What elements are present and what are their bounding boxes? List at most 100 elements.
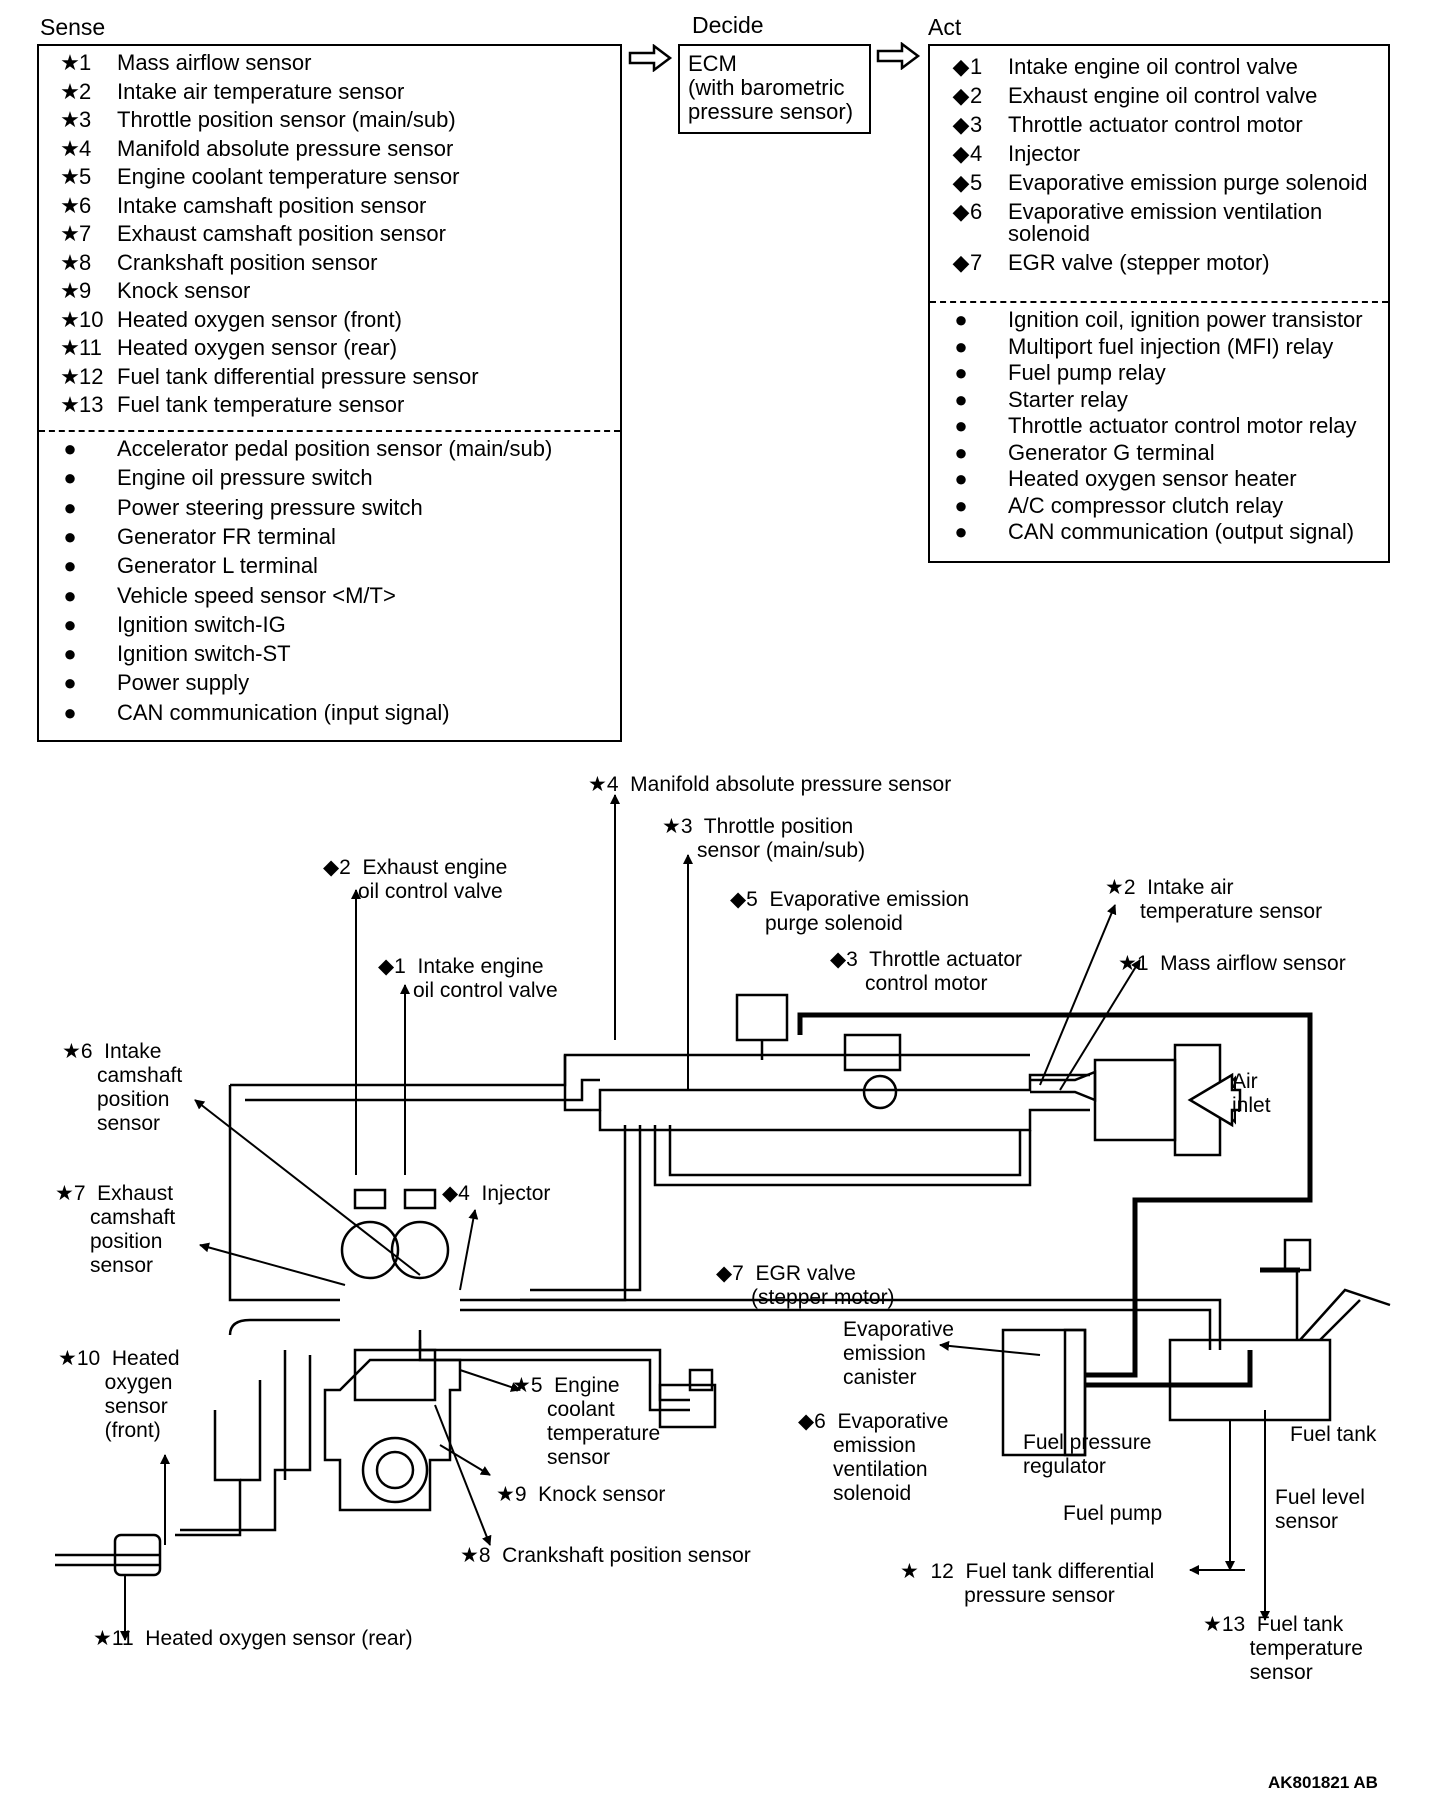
marker-icon: ● [63,611,77,637]
label-fuel-tank: Fuel tank [1290,1423,1377,1446]
item-label: Intake camshaft position sensor [117,192,427,218]
ecm-box: ECM (with barometric pressure sensor) [678,44,871,134]
label-mass-airflow: ★1 Mass airflow sensor [1118,952,1346,975]
item-number: 3 [79,107,92,132]
item-number: 11 [79,335,102,360]
item-label: Mass airflow sensor [117,50,312,75]
item-label: Generator FR terminal [117,523,336,549]
ecm-subtitle-1: (with barometric [688,75,845,100]
item-label: Heated oxygen sensor heater [1008,466,1297,491]
label-injector: ◆4 Injector [442,1182,551,1205]
item-label: Evaporative emission ventilation [1008,199,1323,224]
label-throttle-motor: ◆3 Throttle actuator control motor [830,948,1023,995]
item-number: 4 [970,141,983,166]
item-label-line2: solenoid [1008,221,1090,246]
item-number: 3 [970,112,983,137]
item-number: 13 [79,392,104,417]
label-exhaust-ocv: ◆2 Exhaust engine oil control valve [323,856,508,903]
label-intake-cam: ★6 Intake camshaft position sensor [62,1040,183,1135]
item-label: Exhaust camshaft position sensor [117,221,446,246]
marker-icon: ★ [60,221,80,246]
item-number: 2 [970,83,983,108]
item-label: Accelerator pedal position sensor (main/… [117,436,553,461]
item-number: 7 [970,250,983,275]
marker-icon: ◆ [952,141,970,166]
marker-icon: ● [63,494,77,520]
item-label: Ignition switch-IG [117,611,286,637]
item-label: Evaporative emission purge solenoid [1008,170,1368,195]
item-label: Fuel pump relay [1008,360,1166,385]
item-label: Generator G terminal [1008,439,1215,465]
label-intake-ocv: ◆1 Intake engine oil control valve [378,955,558,1002]
marker-icon: ● [954,492,968,518]
label-fuel-pump: Fuel pump [1063,1502,1163,1525]
label-canister: Evaporative emission canister [843,1318,954,1389]
item-label: Fuel tank differential pressure sensor [117,363,479,389]
marker-icon: ★ [60,50,80,75]
item-number: 8 [79,249,92,275]
item-label: Manifold absolute pressure sensor [117,135,454,161]
item-label: Knock sensor [117,278,251,303]
ecm-subtitle-2: pressure sensor) [688,99,854,124]
item-number: 6 [79,192,92,218]
item-number: 1 [79,50,92,75]
label-ho2-front: ★10 Heated oxygen sensor (front) [58,1347,180,1442]
label-vent-solenoid: ◆6 Evaporative emission ventilation sole… [798,1410,949,1505]
item-label: Generator L terminal [117,553,318,579]
item-label: Ignition coil, ignition power transistor [1008,307,1363,332]
item-label: Crankshaft position sensor [117,249,378,275]
marker-icon: ● [63,641,77,667]
item-label: Ignition switch-ST [117,641,291,667]
marker-icon: ● [954,333,968,359]
item-number: 6 [970,199,983,224]
decide-header: Decide [692,12,764,38]
marker-icon: ● [954,413,968,438]
label-intake-air-temp: ★2 Intake air temperature sensor [1105,876,1323,923]
ecm-title: ECM [688,51,737,76]
marker-icon: ● [954,307,968,332]
marker-icon: ◆ [952,170,970,195]
item-number: 4 [79,135,92,161]
item-label: EGR valve (stepper motor) [1008,250,1270,275]
item-label: Heated oxygen sensor (front) [117,306,402,332]
marker-icon: ★ [60,306,80,332]
label-fuel-tank-diff-pressure: ★ 12 Fuel tank differential pressure sen… [900,1560,1155,1607]
item-label: Vehicle speed sensor <M/T> [117,582,396,608]
marker-icon: ★ [60,392,80,417]
item-number: 5 [970,170,983,195]
label-coolant-temp: ★5 Engine coolant temperature sensor [512,1374,661,1469]
label-crankshaft: ★8 Crankshaft position sensor [460,1544,751,1567]
marker-icon: ★ [60,278,80,303]
marker-icon: ★ [60,135,80,161]
item-label: Multiport fuel injection (MFI) relay [1008,333,1334,359]
label-fuel-pressure-regulator: Fuel pressure regulator [1023,1431,1152,1478]
item-label: Exhaust engine oil control valve [1008,83,1318,108]
marker-icon: ● [63,582,77,608]
marker-icon: ● [63,465,77,491]
marker-icon: ● [63,699,77,725]
label-throttle-position: ★3 Throttle position sensor (main/sub) [662,815,866,862]
marker-icon: ● [954,519,968,544]
marker-icon: ● [954,360,968,385]
marker-icon: ● [954,439,968,465]
marker-icon: ◆ [952,83,970,108]
label-ho2-rear: ★11 Heated oxygen sensor (rear) [93,1627,413,1650]
item-label: Throttle actuator control motor relay [1008,413,1357,438]
sense-header: Sense [40,14,106,40]
item-number: 1 [970,54,983,79]
marker-icon: ★ [60,363,80,389]
item-number: 9 [79,278,92,303]
marker-icon: ● [63,436,77,461]
item-label: Heated oxygen sensor (rear) [117,335,398,360]
item-label: Intake engine oil control valve [1008,54,1298,79]
marker-icon: ★ [60,192,80,218]
marker-icon: ◆ [952,199,970,224]
item-label: Throttle position sensor (main/sub) [117,107,456,132]
item-number: 7 [79,221,92,246]
label-air-inlet: Air inlet [1232,1070,1271,1117]
marker-icon: ★ [60,78,80,104]
figure-code: AK801821 AB [1268,1773,1378,1792]
marker-icon: ◆ [952,250,970,275]
